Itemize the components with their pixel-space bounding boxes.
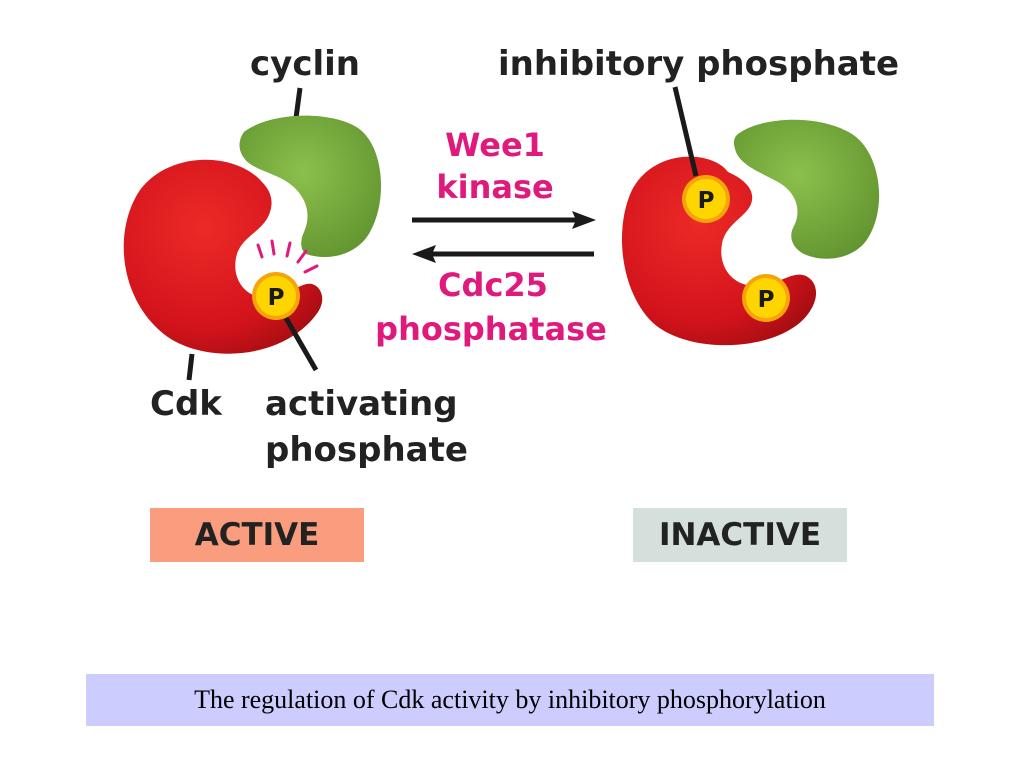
cdk-label: Cdk [150, 384, 223, 424]
cdk-pointer-line [186, 353, 195, 381]
inactive-state-label: INACTIVE [658, 517, 822, 553]
cyclin-pointer-line [293, 87, 303, 119]
active-complex: P [123, 87, 382, 381]
forward-arrow [412, 211, 596, 229]
wee1-kinase-label-line2: kinase [436, 168, 553, 206]
phosphate-symbol: P [698, 188, 715, 214]
activating-phosphate-circle-inactive: P [742, 274, 790, 322]
inactive-complex: P P [621, 86, 880, 346]
inactive-state-box: INACTIVE [633, 508, 847, 562]
activating-phosphate-circle: P [252, 272, 300, 320]
activation-glow [256, 239, 319, 274]
inhibitory-phosphate-pointer-line [672, 86, 699, 177]
activating-phosphate-pointer-line [283, 316, 319, 372]
caption-text: The regulation of Cdk activity by inhibi… [194, 685, 826, 714]
wee1-kinase-label-line1: Wee1 [445, 126, 545, 164]
cyclin-shape-inactive [733, 119, 880, 259]
inhibitory-phosphate-circle: P [682, 175, 730, 223]
phosphate-symbol: P [758, 287, 775, 313]
cdc25-phosphatase-label-line1: Cdc25 [438, 266, 548, 304]
activating-phosphate-label-line1: activating [265, 384, 458, 424]
phosphate-symbol: P [268, 285, 285, 311]
active-state-label: ACTIVE [194, 517, 320, 553]
cyclin-label: cyclin [250, 44, 360, 84]
activating-phosphate-label-line2: phosphate [265, 430, 468, 470]
active-state-box: ACTIVE [150, 508, 364, 562]
cyclin-shape-active [239, 115, 382, 258]
slide-caption: The regulation of Cdk activity by inhibi… [86, 674, 934, 726]
inhibitory-phosphate-label: inhibitory phosphate [498, 44, 899, 84]
reverse-arrow [412, 245, 594, 263]
cdc25-phosphatase-label-line2: phosphatase [375, 310, 607, 348]
